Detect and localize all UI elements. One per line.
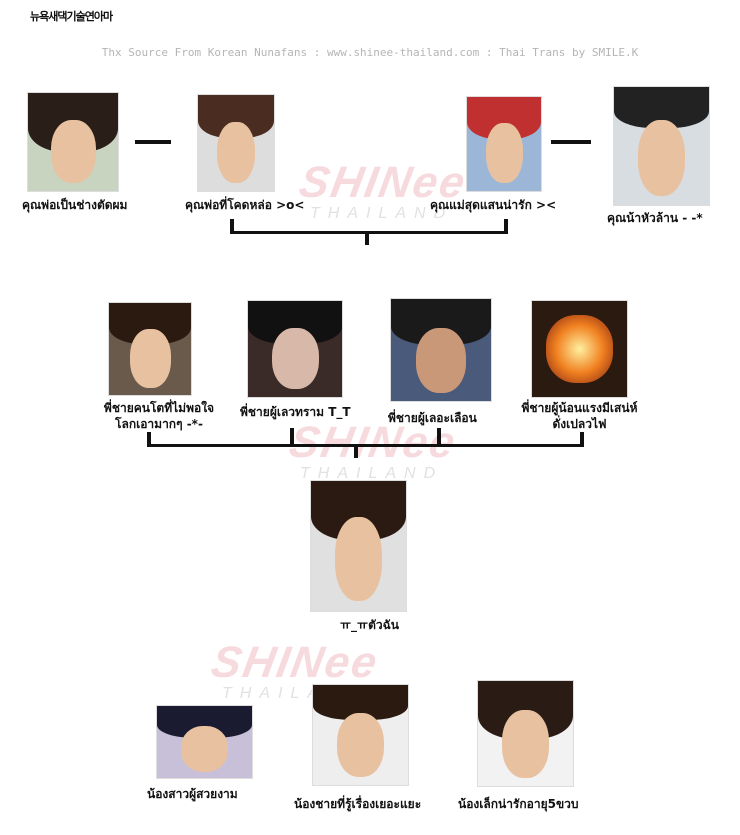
- label-wicked-brother: พี่ชายผู้เลวทราม T_T: [240, 405, 351, 419]
- photo-wicked-brother: [247, 300, 343, 398]
- label-bald-uncle: คุณน้าหัวล้าน - -*: [607, 211, 703, 225]
- photo-fiery-brother: [531, 300, 628, 398]
- watermark: SHINee: [207, 638, 383, 687]
- bracket-line: [147, 432, 151, 447]
- label-handsome-father: คุณพ่อที่โคดหล่อ >o<: [185, 198, 305, 212]
- credit-line: Thx Source From Korean Nunafans : www.sh…: [101, 46, 639, 59]
- photo-father-hairdresser: [27, 92, 119, 192]
- watermark-sub: THAILAND: [300, 465, 444, 482]
- sibling-line: [551, 140, 591, 144]
- photo-knowledgeable-brother: [312, 684, 409, 786]
- bracket-line: [147, 444, 584, 447]
- photo-pretty-sister: [156, 705, 253, 779]
- label-father-hairdresser: คุณพ่อเป็นช่างตัดผม: [22, 198, 128, 212]
- label-fiery-brother: พี่ชายผู้น้อนแรงมีเสน่ห์ดั่งเปลวไฟ: [512, 400, 647, 432]
- label-line-2: โลกเอามากๆ -*-: [115, 417, 203, 431]
- bracket-line: [290, 428, 294, 447]
- photo-bald-uncle: [613, 86, 710, 206]
- label-youngest-sibling: น้องเล็กน่ารักอายุ5ขวบ: [458, 797, 579, 811]
- label-line-1: พี่ชายผู้น้อนแรงมีเสน่ห์: [521, 401, 638, 415]
- photo-eldest-brother: [108, 302, 192, 396]
- korean-title: 뉴욕새댁기술연아마: [30, 10, 113, 23]
- label-cute-mother: คุณแม่สุดแสนน่ารัก ><: [430, 198, 557, 212]
- photo-cute-mother: [466, 96, 542, 192]
- bracket-line: [580, 432, 584, 447]
- photo-youngest-sibling: [477, 680, 574, 787]
- marriage-line: [135, 140, 171, 144]
- bracket-line: [230, 219, 234, 234]
- photo-confused-brother: [390, 298, 492, 402]
- watermark-sub: THAILAND: [310, 205, 454, 222]
- bracket-stem: [354, 444, 358, 458]
- label-line-1: พี่ชายคนโตที่ไม่พอใจ: [103, 401, 215, 415]
- label-eldest-brother: พี่ชายคนโตที่ไม่พอใจโลกเอามากๆ -*-: [100, 400, 218, 432]
- bracket-line: [437, 428, 441, 447]
- label-confused-brother: พี่ชายผู้เลอะเลือน: [388, 411, 477, 425]
- label-pretty-sister: น้องสาวผู้สวยงาม: [147, 787, 238, 801]
- photo-handsome-father: [197, 94, 275, 192]
- photo-self: [310, 480, 407, 612]
- label-self: ㅠ_ㅠตัวฉัน: [340, 618, 399, 632]
- bracket-line: [230, 231, 508, 234]
- bracket-stem: [365, 231, 369, 245]
- label-line-2: ดั่งเปลวไฟ: [552, 417, 607, 431]
- bracket-line: [504, 219, 508, 234]
- label-knowledgeable-brother: น้องชายที่รู้เรื่องเยอะแยะ: [294, 797, 422, 811]
